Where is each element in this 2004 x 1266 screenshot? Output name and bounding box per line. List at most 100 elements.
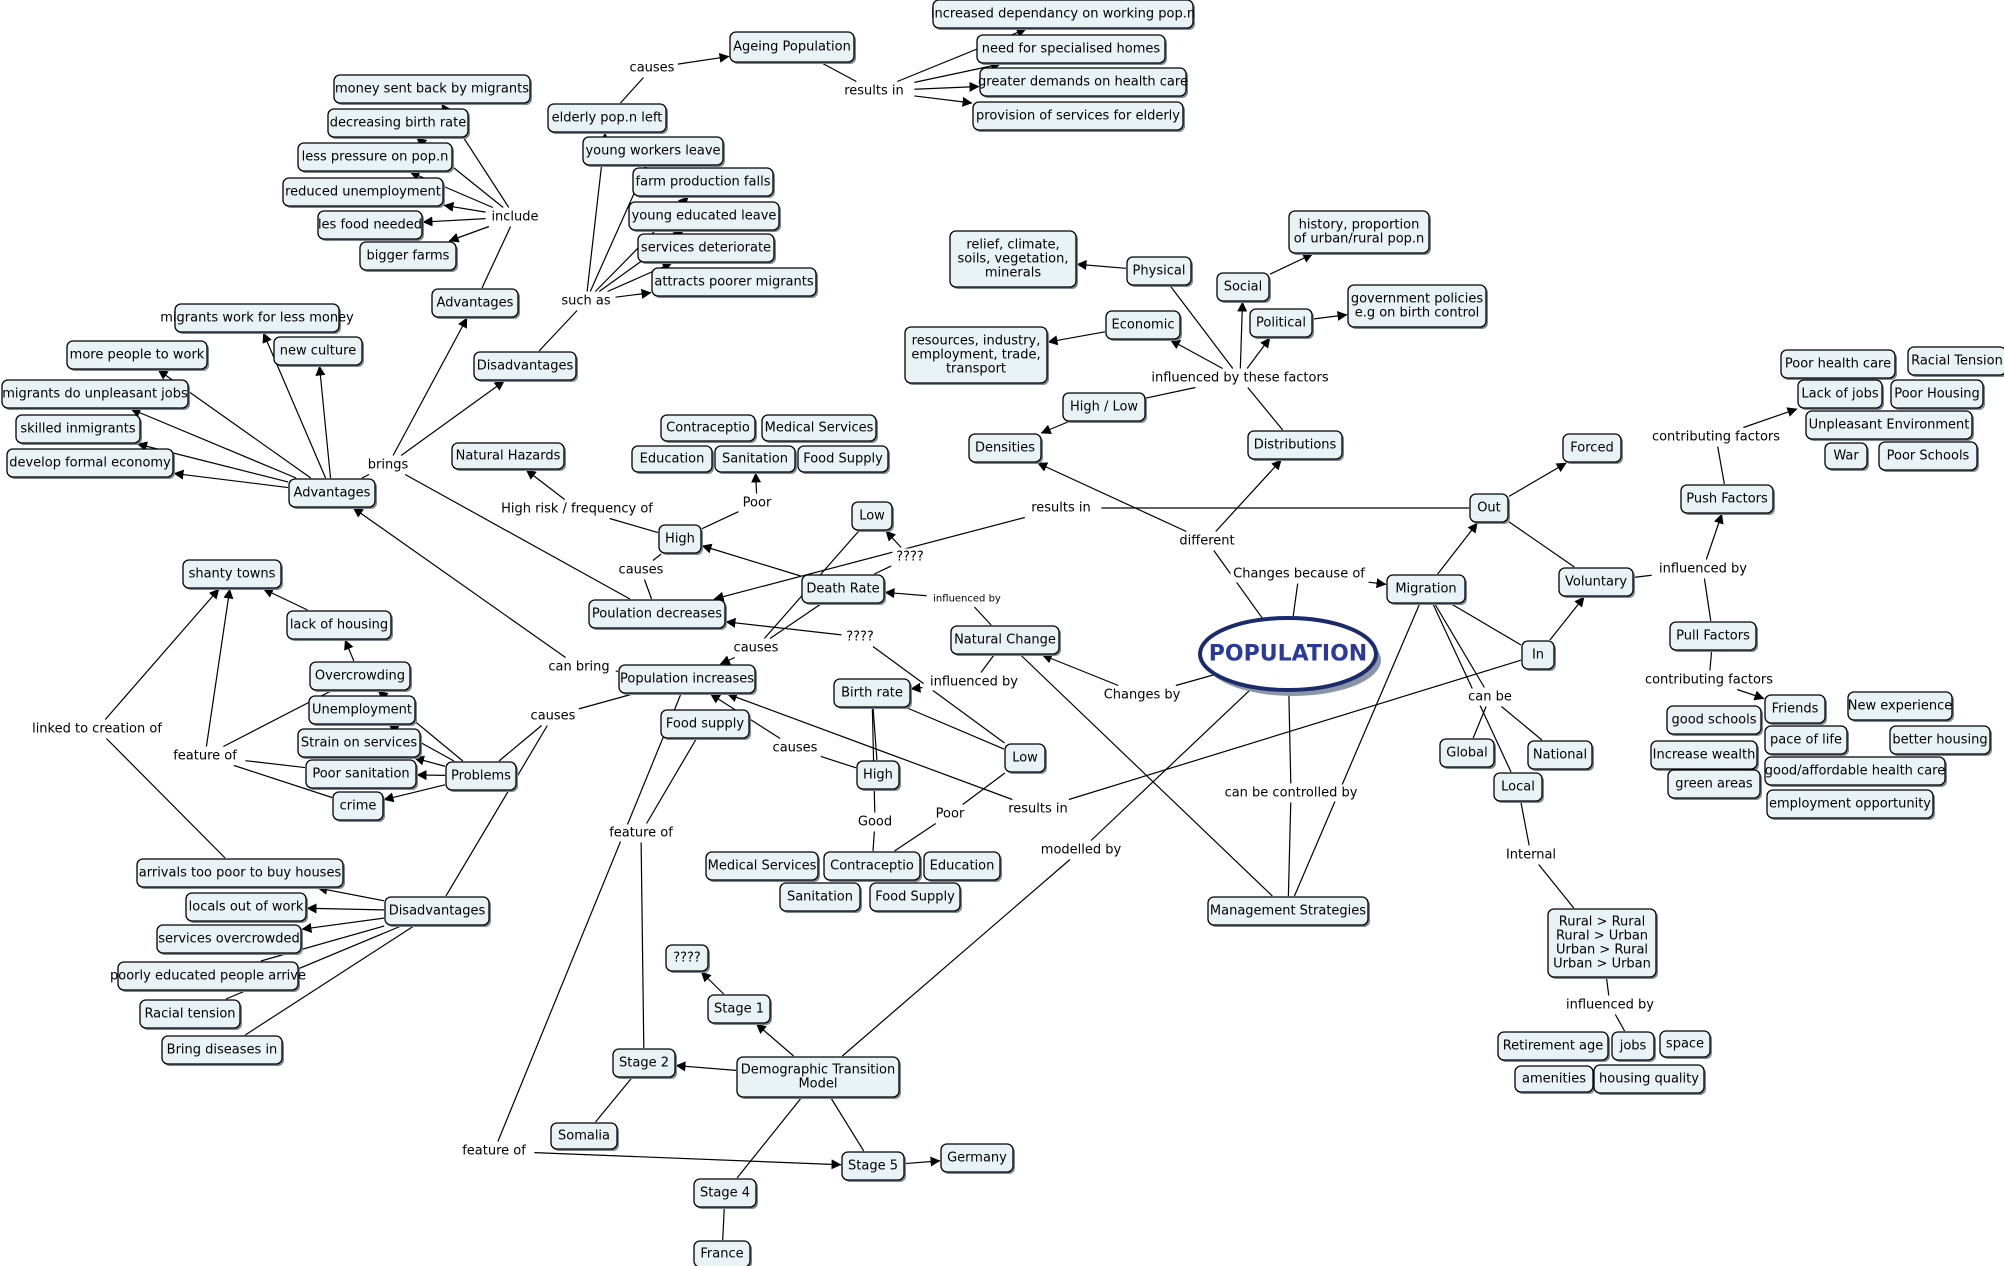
concept-popdec[interactable]: Poulation decreases bbox=[588, 599, 727, 630]
concept-war[interactable]: War bbox=[1824, 442, 1869, 471]
concept-dep[interactable]: increased dependancy on working pop.n bbox=[931, 0, 1195, 30]
concept-poorhousing[interactable]: Poor Housing bbox=[1890, 379, 1985, 410]
concept-locals[interactable]: locals out of work bbox=[185, 892, 308, 923]
concept-arrivals[interactable]: arrivals too poor to buy houses bbox=[136, 858, 345, 889]
concept-low1[interactable]: Low bbox=[851, 501, 894, 532]
concept-mgmt[interactable]: Management Strategies bbox=[1207, 896, 1370, 927]
concept-overcrowd[interactable]: Overcrowding bbox=[309, 661, 412, 692]
concept-distributions[interactable]: Distributions bbox=[1247, 430, 1344, 461]
concept-lackhousing[interactable]: lack of housing bbox=[286, 610, 393, 641]
concept-wealth[interactable]: Increase wealth bbox=[1650, 740, 1759, 771]
concept-shanty[interactable]: shanty towns bbox=[182, 559, 283, 590]
concept-migration[interactable]: Migration bbox=[1386, 574, 1467, 605]
concept-provision[interactable]: provision of services for elderly bbox=[972, 101, 1185, 132]
concept-adv_top[interactable]: Advantages bbox=[431, 288, 520, 319]
concept-goodschools[interactable]: good schools bbox=[1666, 705, 1763, 736]
concept-green[interactable]: green areas bbox=[1667, 769, 1762, 800]
concept-global[interactable]: Global bbox=[1439, 738, 1496, 769]
concept-bigfarms[interactable]: bigger farms bbox=[359, 241, 458, 272]
concept-edu2[interactable]: Education bbox=[923, 851, 1002, 882]
concept-poorschools[interactable]: Poor Schools bbox=[1878, 441, 1979, 472]
concept-problems[interactable]: Problems bbox=[445, 761, 518, 792]
concept-diseases[interactable]: Bring diseases in bbox=[161, 1035, 284, 1066]
concept-hazards[interactable]: Natural Hazards bbox=[451, 442, 566, 471]
concept-health[interactable]: greater demands on health care bbox=[978, 67, 1188, 98]
concept-national[interactable]: National bbox=[1527, 740, 1594, 771]
concept-farmfall[interactable]: farm production falls bbox=[632, 167, 775, 198]
concept-space[interactable]: space bbox=[1659, 1030, 1712, 1059]
concept-birthrate[interactable]: Birth rate bbox=[833, 678, 912, 709]
concept-lesspress[interactable]: less pressure on pop.n bbox=[297, 142, 454, 173]
concept-skilled[interactable]: skilled inmigrants bbox=[15, 414, 142, 445]
concept-racial2[interactable]: Racial Tension bbox=[1907, 346, 2004, 377]
concept-deathrate[interactable]: Death Rate bbox=[801, 574, 886, 605]
concept-crime[interactable]: crime bbox=[332, 791, 385, 822]
concept-physical[interactable]: Physical bbox=[1126, 256, 1193, 287]
concept-newexp[interactable]: New experience bbox=[1847, 691, 1954, 722]
concept-lesfood[interactable]: les food needed bbox=[317, 210, 424, 241]
concept-economic[interactable]: Economic bbox=[1105, 310, 1182, 341]
concept-local[interactable]: Local bbox=[1493, 772, 1544, 803]
concept-employ[interactable]: employment opportunity bbox=[1766, 789, 1935, 820]
concept-political[interactable]: Political bbox=[1249, 308, 1314, 339]
concept-unemp[interactable]: Unemployment bbox=[308, 695, 417, 726]
concept-youngedu[interactable]: young educated leave bbox=[628, 201, 781, 232]
concept-amenities[interactable]: amenities bbox=[1514, 1065, 1595, 1094]
concept-housingq[interactable]: housing quality bbox=[1593, 1064, 1706, 1095]
concept-food1[interactable]: Food Supply bbox=[797, 445, 890, 474]
concept-disadv_low[interactable]: Disadvantages bbox=[384, 896, 491, 927]
concept-racial1[interactable]: Racial tension bbox=[139, 999, 242, 1030]
concept-unplenv[interactable]: Unpleasant Environment bbox=[1805, 410, 1974, 441]
concept-decbirth[interactable]: decreasing birth rate bbox=[327, 108, 470, 139]
concept-unpleasant[interactable]: migrants do unpleasant jobs bbox=[1, 379, 190, 410]
concept-med2[interactable]: Medical Services bbox=[705, 851, 820, 882]
concept-formal[interactable]: develop formal economy bbox=[6, 448, 175, 479]
concept-pace[interactable]: pace of life bbox=[1764, 725, 1849, 756]
concept-servover[interactable]: services overcrowded bbox=[156, 924, 303, 955]
concept-social[interactable]: Social bbox=[1216, 272, 1271, 303]
concept-high1[interactable]: High bbox=[658, 524, 703, 555]
concept-voluntary[interactable]: Voluntary bbox=[1558, 567, 1635, 598]
concept-stage2[interactable]: Stage 2 bbox=[612, 1048, 677, 1079]
concept-out[interactable]: Out bbox=[1469, 493, 1510, 524]
concept-food2[interactable]: Food Supply bbox=[869, 882, 962, 913]
concept-pooredu[interactable]: poorly educated people arrive bbox=[110, 961, 306, 992]
concept-servdet[interactable]: services deteriorate bbox=[637, 233, 776, 264]
concept-morepeople[interactable]: more people to work bbox=[66, 340, 209, 371]
concept-somalia[interactable]: Somalia bbox=[550, 1122, 619, 1151]
concept-edu1[interactable]: Education bbox=[631, 445, 714, 474]
concept-highlow[interactable]: High / Low bbox=[1062, 392, 1147, 423]
concept-contra1[interactable]: Contraceptio bbox=[660, 414, 757, 443]
concept-ageing[interactable]: Ageing Population bbox=[729, 31, 856, 64]
concept-med1[interactable]: Medical Services bbox=[761, 414, 878, 443]
concept-friends[interactable]: Friends bbox=[1764, 694, 1827, 725]
concept-stage1[interactable]: Stage 1 bbox=[707, 994, 772, 1025]
concept-jobs[interactable]: jobs bbox=[1611, 1031, 1656, 1062]
concept-france[interactable]: France bbox=[693, 1240, 752, 1266]
concept-push[interactable]: Push Factors bbox=[1680, 484, 1775, 515]
concept-in[interactable]: In bbox=[1521, 640, 1556, 671]
concept-densities[interactable]: Densities bbox=[968, 433, 1043, 464]
concept-elderly[interactable]: elderly pop.n left bbox=[547, 103, 668, 134]
concept-newculture[interactable]: new culture bbox=[273, 336, 364, 367]
concept-poorsani[interactable]: Poor sanitation bbox=[305, 759, 418, 790]
concept-sani1[interactable]: Sanitation bbox=[714, 445, 797, 474]
concept-poorhealth[interactable]: Poor health care bbox=[1780, 349, 1897, 380]
concept-low2[interactable]: Low bbox=[1004, 743, 1047, 774]
concept-betterhousing[interactable]: better housing bbox=[1889, 725, 1992, 756]
concept-money[interactable]: money sent back by migrants bbox=[333, 74, 532, 105]
concept-retire[interactable]: Retirement age bbox=[1497, 1031, 1610, 1062]
concept-disadv_top[interactable]: Disadvantages bbox=[473, 351, 578, 382]
concept-pull[interactable]: Pull Factors bbox=[1669, 621, 1758, 652]
concept-high2[interactable]: High bbox=[856, 760, 901, 791]
concept-lackjobs[interactable]: Lack of jobs bbox=[1797, 379, 1884, 410]
concept-adv_left[interactable]: Advantages bbox=[288, 478, 377, 509]
concept-homes[interactable]: need for specialised homes bbox=[976, 34, 1167, 65]
concept-sani2[interactable]: Sanitation bbox=[779, 882, 862, 913]
concept-popinc[interactable]: Population increases bbox=[618, 664, 757, 695]
concept-stage4[interactable]: Stage 4 bbox=[693, 1178, 758, 1209]
concept-stage5[interactable]: Stage 5 bbox=[841, 1151, 906, 1182]
